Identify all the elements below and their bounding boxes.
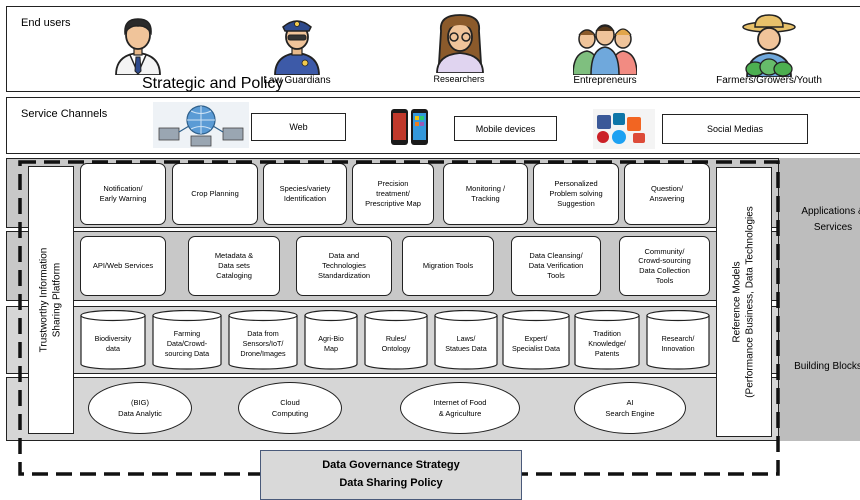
service-metadata-cataloging: Metadata & Data sets Cataloging	[188, 236, 280, 296]
app-personalized-suggestion: Personalized Problem solving Suggestion	[533, 163, 619, 225]
data-store-tradition-knowledge: Tradition Knowledge/ Patents	[574, 310, 640, 370]
data-store-rules-ontology: Rules/ Ontology	[364, 310, 428, 370]
data-store-label: Data from Sensors/IoT/ Drone/Images	[240, 329, 286, 358]
governance-box: Data Governance Strategy Data Sharing Po…	[260, 450, 522, 500]
trustworthy-platform-panel: Trustworthy Information Sharing Platform	[28, 166, 74, 434]
tech-ai-search-engine: AI Search Engine	[574, 382, 686, 434]
service-data-cleansing: Data Cleansing/ Data Verification Tools	[511, 236, 601, 296]
social-media-icon	[593, 109, 655, 149]
channel-web-label: Web	[289, 122, 308, 132]
channel-social: Social Medias	[662, 114, 808, 144]
user-label-researchers: Researchers	[433, 74, 485, 84]
data-store-label: Laws/ Statues Data	[445, 334, 487, 353]
user-label-entrepreneurs: Entrepreneurs	[573, 75, 637, 86]
app-crop-planning: Crop Planning	[172, 163, 258, 225]
data-store-label: Expert/ Specialist Data	[512, 334, 560, 353]
channel-social-label: Social Medias	[706, 124, 764, 134]
globe-network-icon	[153, 102, 249, 148]
entrepreneurs-group-icon	[573, 24, 637, 75]
channel-mobile: Mobile devices	[454, 116, 557, 141]
service-channels-title: Service Channels	[21, 108, 108, 120]
app-monitoring: Monitoring / Tracking	[443, 163, 528, 225]
data-store-label: Rules/ Ontology	[381, 334, 411, 353]
data-store-label: Farming Data/Crowd- sourcing Data	[164, 329, 210, 358]
channel-web: Web	[251, 113, 346, 141]
service-standardization: Data and Technologies Standardization	[296, 236, 392, 296]
police-officer-icon	[274, 20, 320, 75]
data-store-research-innovation: Research/ Innovation	[646, 310, 710, 370]
side-label-building-blocks: Building Blocks	[794, 361, 860, 372]
data-store-biodiversity: Biodiversity data	[80, 310, 146, 370]
researcher-icon	[436, 14, 484, 73]
user-label-farmers: Farmers/Growers/Youth	[716, 75, 822, 86]
side-label-applications: Applications & Services	[801, 206, 860, 233]
end-users-panel: End users Strategic and Policy Law Guard…	[6, 6, 860, 92]
trustworthy-platform-label: Trustworthy Information Sharing Platform	[38, 247, 63, 353]
tech-internet-of-food: Internet of Food & Agriculture	[400, 382, 520, 434]
data-store-label: Agri-Bio Map	[318, 334, 344, 353]
smartphone-icon	[391, 109, 428, 145]
app-precision-treatment: Precision treatment/ Prescriptive Map	[352, 163, 434, 225]
app-species-identification: Species/variety Identification	[263, 163, 347, 225]
data-store-label: Research/ Innovation	[661, 334, 695, 353]
end-users-title: End users	[21, 17, 71, 29]
businessman-icon	[115, 18, 161, 75]
data-store-label: Biodiversity data	[94, 334, 132, 353]
user-label-strategic: Strategic and Policy	[142, 75, 284, 92]
data-store-sensors-iot: Data from Sensors/IoT/ Drone/Images	[228, 310, 298, 370]
reference-models-label: Reference Models (Performance Business, …	[731, 206, 756, 398]
reference-models-panel: Reference Models (Performance Business, …	[716, 167, 772, 437]
service-community-crowdsourcing: Community/ Crowd-sourcing Data Collectio…	[619, 236, 710, 296]
tech-big-data-analytic: (BIG) Data Analytic	[88, 382, 192, 434]
governance-strategy: Data Governance Strategy	[322, 459, 460, 472]
channel-mobile-label: Mobile devices	[475, 123, 536, 134]
governance-policy: Data Sharing Policy	[339, 477, 443, 489]
user-label-law-guardians: Law Guardians	[263, 75, 331, 86]
app-question-answering: Question/ Answering	[624, 163, 710, 225]
service-api: API/Web Services	[80, 236, 166, 296]
app-notification: Notification/ Early Warning	[80, 163, 166, 225]
data-store-agri-bio-map: Agri-Bio Map	[304, 310, 358, 370]
right-strip	[778, 158, 860, 441]
service-channels-panel: Service Channels Web Mobile devices Soci…	[6, 97, 860, 154]
service-migration-tools: Migration Tools	[402, 236, 494, 296]
data-store-label: Tradition Knowledge/ Patents	[588, 329, 626, 358]
data-store-farming-crowdsourcing: Farming Data/Crowd- sourcing Data	[152, 310, 222, 370]
data-store-expert-specialist: Expert/ Specialist Data	[502, 310, 570, 370]
tech-cloud-computing: Cloud Computing	[238, 382, 342, 434]
data-store-laws-statues: Laws/ Statues Data	[434, 310, 498, 370]
farmer-icon	[742, 14, 796, 77]
